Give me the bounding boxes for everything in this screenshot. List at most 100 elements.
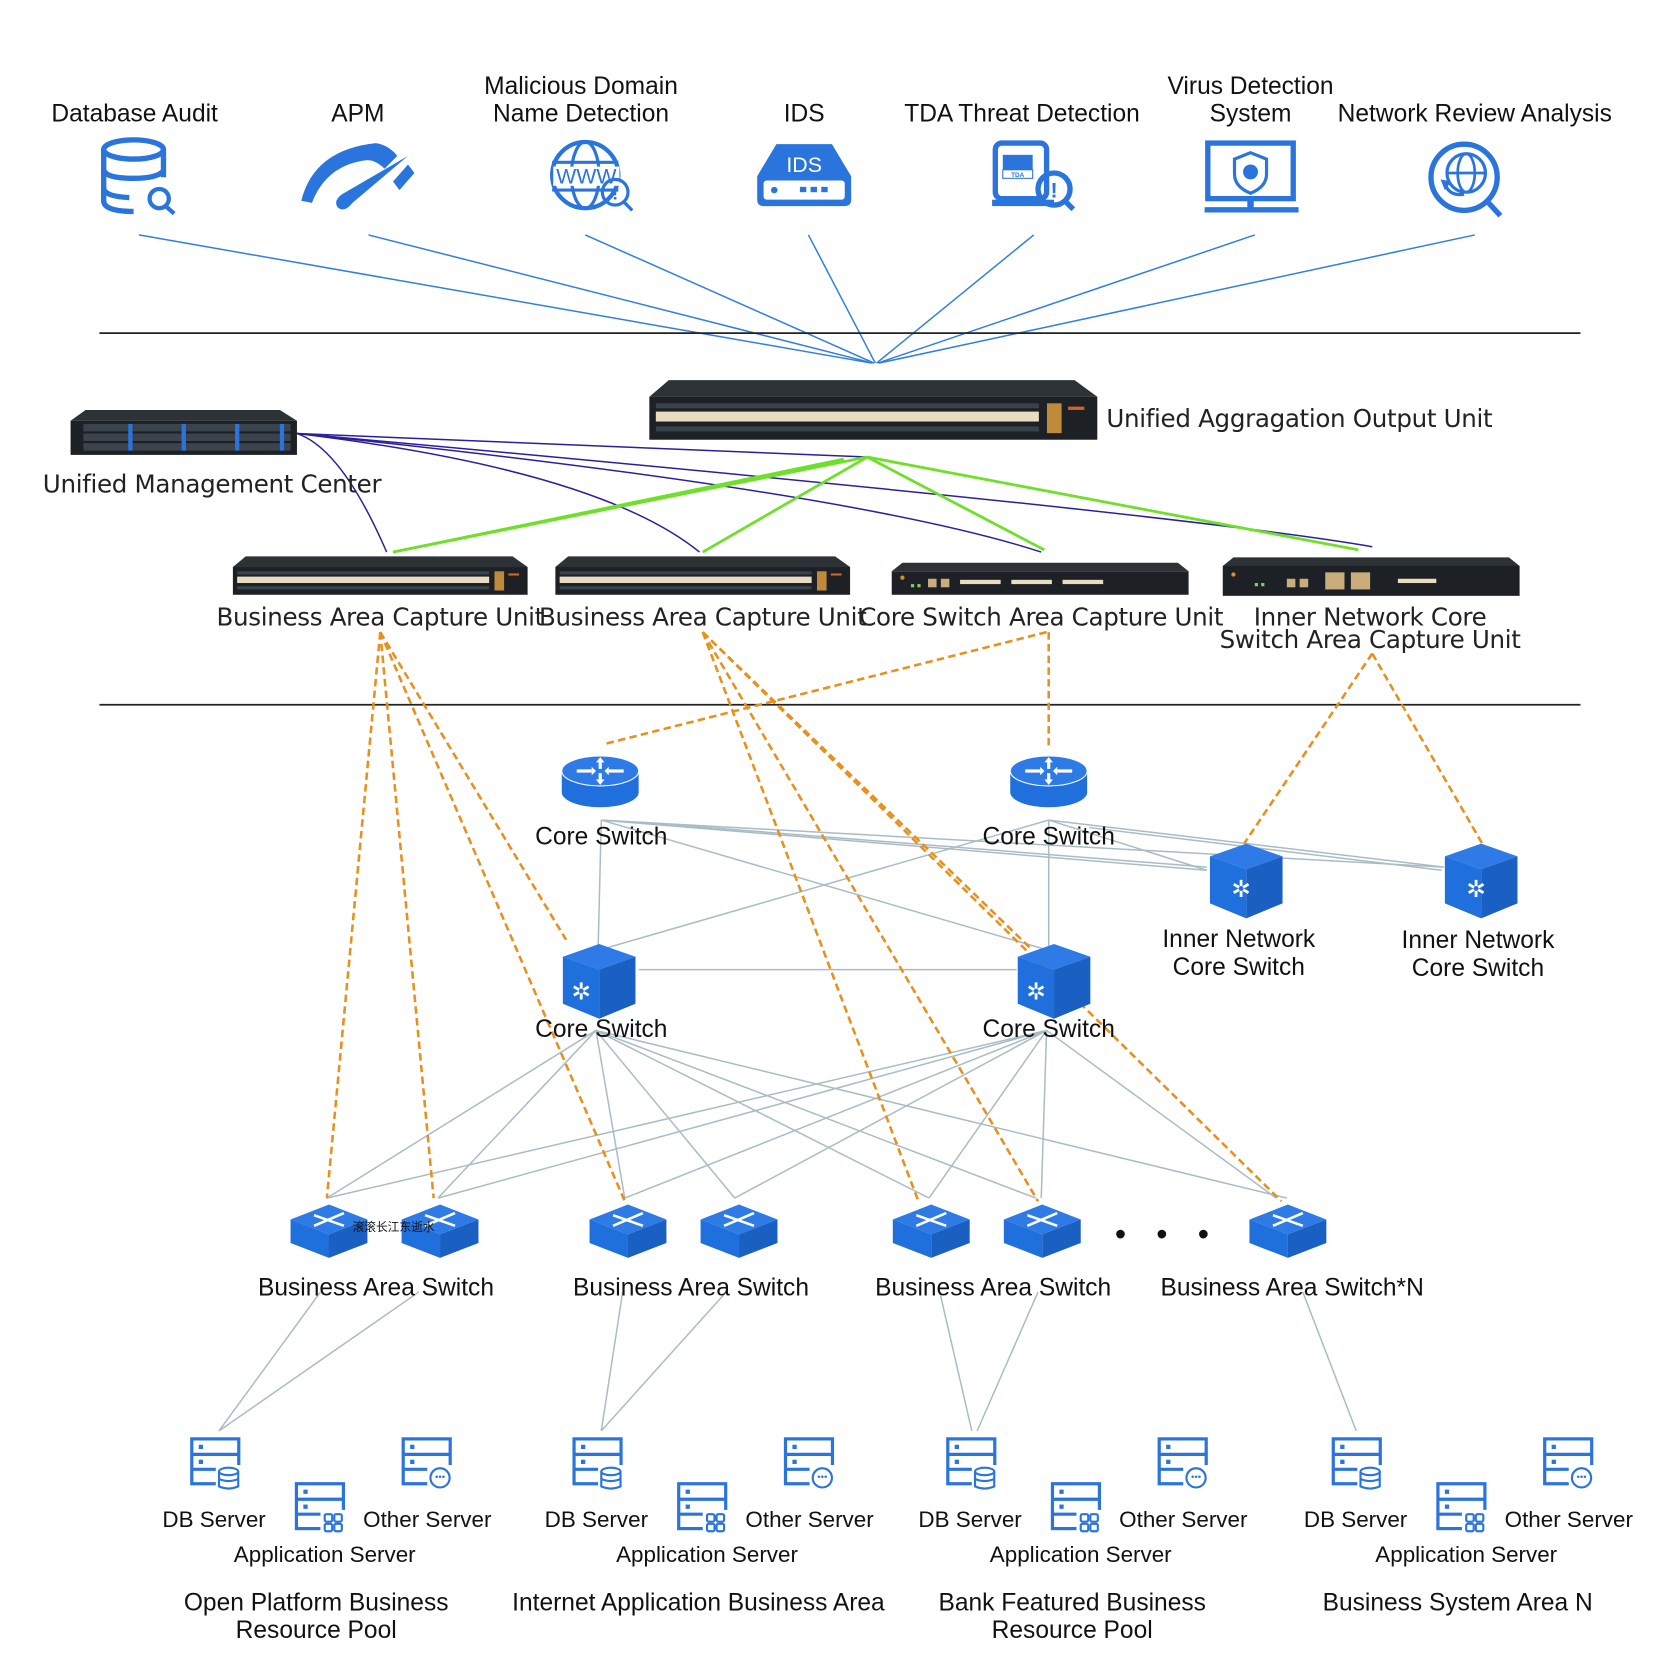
server-rack-icon: [1157, 1437, 1211, 1493]
network-link: [595, 1029, 930, 1199]
server-chassis-icon: [70, 410, 297, 455]
business-switch-group-1[interactable]: 滚滚长江东逝水 Business Area Switch: [258, 1203, 494, 1301]
business-switch-label: Business Area Switch: [573, 1274, 809, 1301]
core-switch-1[interactable]: ✲ Core Switch: [535, 943, 667, 1043]
network-link: [597, 819, 1049, 952]
more-icon: [1185, 1467, 1207, 1489]
switch-icon: [1002, 1203, 1083, 1260]
tool-ids[interactable]: IDS IDS: [757, 101, 852, 207]
server-rack-icon: [1436, 1482, 1490, 1538]
aggregation-unit[interactable]: Unified Aggragation Output Unit: [649, 380, 1493, 440]
business-switch-group-2[interactable]: Business Area Switch: [573, 1203, 809, 1301]
router-core-switch-2[interactable]: Core Switch: [983, 754, 1115, 851]
network-link: [1302, 1291, 1357, 1432]
management-label: Unified Management Center: [43, 469, 383, 498]
business-switch-group-n[interactable]: Business Area Switch*N: [1160, 1203, 1424, 1301]
tool-apm[interactable]: APM: [301, 101, 415, 210]
db-server-icon: [572, 1437, 626, 1493]
capture-unit-inner-network[interactable]: Inner Network Core Switch Area Capture U…: [1220, 557, 1522, 654]
www-globe-alert-icon: WWW !: [550, 139, 634, 212]
db-server-icon: [946, 1437, 1000, 1493]
core-switch-label: Core Switch: [983, 1016, 1115, 1043]
inner-switch-label: Core Switch: [1412, 955, 1544, 982]
capture-unit-business-1[interactable]: Business Area Capture Unit: [217, 556, 545, 632]
ids-device-icon: IDS: [757, 144, 852, 207]
management-link: [296, 432, 868, 458]
network-link: [601, 819, 1207, 872]
svg-text:✲: ✲: [571, 978, 591, 1004]
rack-device-icon: [232, 556, 528, 595]
business-switch-group-3[interactable]: Business Area Switch: [875, 1203, 1111, 1301]
capture-unit-label: Core Switch Area Capture Unit: [859, 603, 1224, 632]
rack-device-icon: [649, 380, 1098, 440]
app-server-icon: [1050, 1482, 1104, 1538]
tool-virus-detection[interactable]: Virus Detection System: [1168, 73, 1334, 213]
db-server-label: DB Server: [1304, 1507, 1408, 1532]
capture-unit-business-2[interactable]: Business Area Capture Unit: [539, 556, 867, 632]
grid-icon: [1079, 1522, 1090, 1533]
area-label: Resource Pool: [236, 1617, 397, 1644]
capture-link: [379, 631, 626, 1202]
management-center[interactable]: Unified Management Center: [43, 410, 383, 498]
db-server-label: DB Server: [545, 1507, 649, 1532]
tool-database-audit[interactable]: Database Audit: [51, 101, 218, 216]
business-switch-label: Business Area Switch: [875, 1274, 1111, 1301]
tool-label: IDS: [784, 101, 825, 128]
grid-icon: [333, 1513, 343, 1523]
inner-switch-label: Core Switch: [1173, 954, 1305, 981]
core-switch-2[interactable]: ✲ Core Switch: [983, 943, 1115, 1043]
ellipsis-more-switches: • • •: [1115, 1216, 1220, 1252]
management-links: [296, 432, 1373, 553]
more-icon: •••: [435, 1472, 445, 1483]
tool-label: Database Audit: [51, 101, 218, 128]
router-label: Core Switch: [535, 824, 667, 851]
globe-search-icon: [1428, 141, 1503, 218]
management-link: [296, 432, 1042, 553]
other-server-icon: •••: [1157, 1437, 1211, 1493]
layer3-switch-icon: ✲: [1209, 843, 1283, 919]
aggregation-link: [702, 455, 868, 554]
grid-icon: [1089, 1522, 1099, 1533]
area-label: Internet Application Business Area: [512, 1589, 885, 1616]
aggregation-links: [392, 455, 1359, 554]
tool-label: Name Detection: [493, 101, 669, 128]
tool-link: [368, 234, 873, 364]
db-server-icon: [1331, 1437, 1385, 1493]
capture-unit-core-switch[interactable]: Core Switch Area Capture Unit: [859, 562, 1224, 632]
network-link: [326, 1029, 1047, 1199]
network-link: [1089, 826, 1442, 872]
aggregation-label: Unified Aggragation Output Unit: [1106, 404, 1493, 433]
switch-icon: [588, 1203, 668, 1260]
router-icon: [560, 754, 641, 809]
network-link: [595, 1029, 736, 1199]
network-link: [734, 1029, 1047, 1199]
network-link: [595, 1029, 1037, 1199]
capture-unit-label: Business Area Capture Unit: [217, 603, 545, 632]
gauge-icon: [301, 143, 415, 210]
tool-label: Virus Detection: [1168, 73, 1334, 100]
inner-core-switch-2[interactable]: ✲ Inner Network Core Switch: [1402, 843, 1556, 982]
network-link: [976, 1291, 1039, 1432]
grid-icon: [715, 1513, 726, 1523]
other-server-label: Other Server: [1119, 1507, 1248, 1532]
other-server-icon: •••: [1543, 1437, 1596, 1493]
capture-unit-label: Business Area Capture Unit: [539, 603, 867, 632]
router-core-switch-1[interactable]: Core Switch: [535, 754, 667, 851]
more-icon: •••: [1576, 1472, 1586, 1483]
server-rack-icon: [677, 1482, 730, 1538]
inner-core-switch-1[interactable]: ✲ Inner Network Core Switch: [1162, 843, 1316, 981]
app-server-icon: [294, 1482, 348, 1538]
tool-malicious-domain[interactable]: Malicious Domain Name Detection WWW !: [484, 73, 678, 212]
switch-icon: [891, 1203, 971, 1260]
management-link: [296, 432, 388, 553]
tool-tda[interactable]: TDA Threat Detection TDA !: [904, 101, 1140, 212]
network-link: [928, 1030, 1048, 1199]
router-icon: [1008, 754, 1089, 809]
tool-network-review[interactable]: Network Review Analysis: [1338, 101, 1612, 218]
core-switch-label: Core Switch: [535, 1016, 667, 1043]
